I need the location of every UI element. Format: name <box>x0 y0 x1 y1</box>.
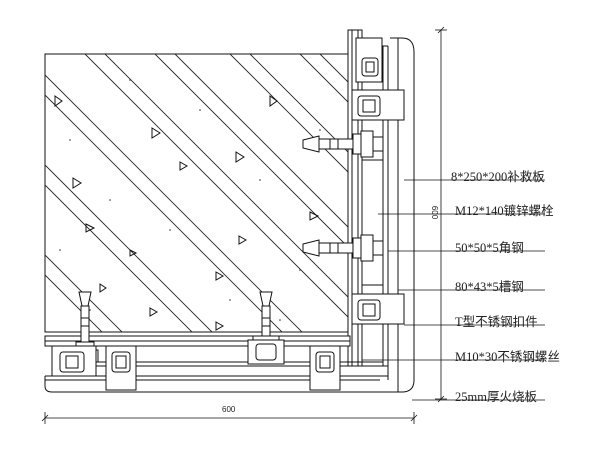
dim-width-text: 600 <box>222 405 236 414</box>
aggregate-dots <box>59 79 321 321</box>
label-angle-steel: 50*50*5角钢 <box>455 241 524 255</box>
right-steel-assembly <box>347 29 415 393</box>
leader-lines <box>362 179 545 401</box>
label-channel-steel: 80*43*5槽钢 <box>455 280 524 294</box>
label-stainless-screw: M10*30不锈钢螺丝 <box>455 350 560 364</box>
label-repair-plate: 8*250*200补救板 <box>451 170 545 184</box>
label-fire-board: 25mm厚火烧板 <box>455 390 537 404</box>
dim-height-text: 600 <box>430 205 440 220</box>
bolt-upper <box>302 130 384 158</box>
t-clip-right-lower <box>351 293 405 325</box>
label-galvanized-bolt: M12*140镀锌螺栓 <box>455 204 554 218</box>
bolt-lower <box>302 234 384 262</box>
t-clip-top <box>351 37 405 121</box>
label-t-clip: T型不锈钢扣件 <box>455 315 538 329</box>
t-clip-bottom <box>51 339 341 391</box>
aggregate-marks <box>54 95 320 331</box>
dimension-lines <box>41 26 447 424</box>
